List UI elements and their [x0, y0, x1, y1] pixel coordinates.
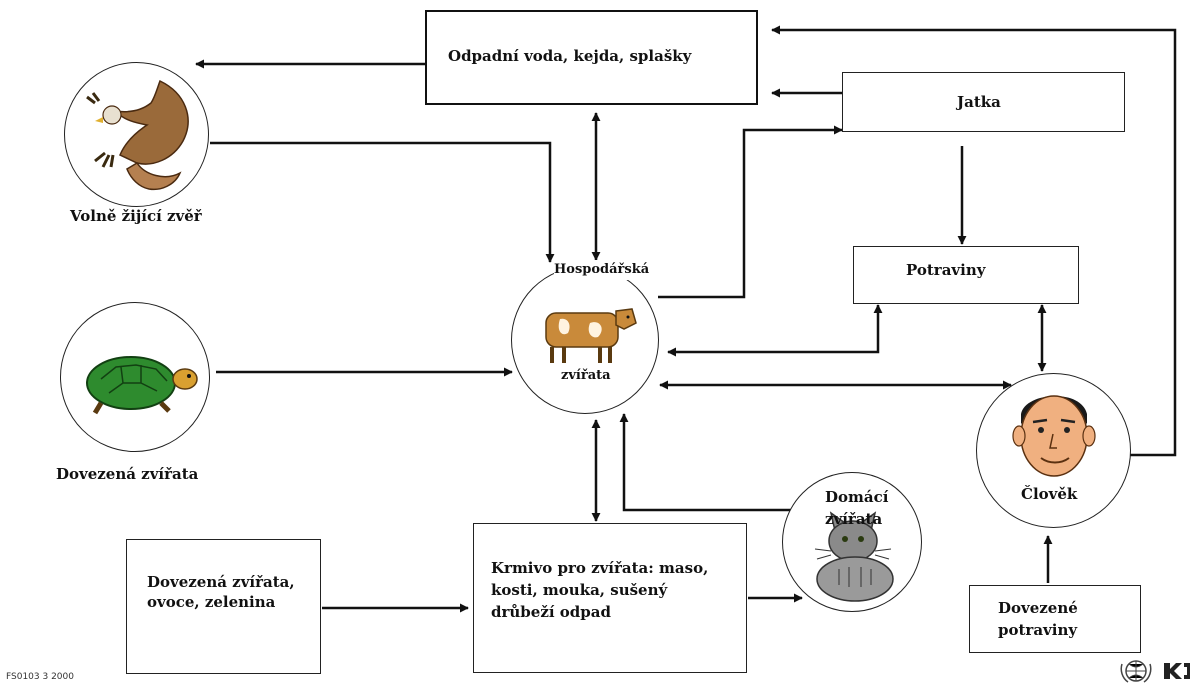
foods-label: Potraviny [906, 261, 986, 279]
arrow-human-to-wastewater [771, 25, 1177, 457]
feed-line1: Krmivo pro zvířata: maso, [491, 559, 709, 577]
wild-animals-label: Volně žijící zvěř [70, 207, 202, 225]
feed-line2: kosti, mouka, sušený [491, 581, 668, 599]
pets-label-line1: Domácí [825, 488, 889, 506]
imported-animals-label: Dovezená zvířata [56, 465, 199, 483]
farm-animals-label-bottom: zvířata [561, 368, 611, 383]
imported-food-line2: potraviny [998, 621, 1078, 639]
who-emblem-icon [1120, 660, 1152, 683]
eagle-icon [86, 79, 189, 191]
feed-box: Krmivo pro zvířata: maso, kosti, mouka, … [473, 523, 747, 673]
arrow-pets-to-farm [619, 413, 795, 512]
imported-goods-box: Dovezená zvířata, ovoce, zelenina [126, 539, 321, 674]
imported-goods-line2: ovoce, zelenina [147, 593, 276, 611]
human-circle: Člověk [976, 373, 1131, 528]
foods-box: Potraviny [853, 246, 1079, 304]
feed-line3: drůbeží odpad [491, 603, 611, 621]
partner-logo-icon [1164, 663, 1190, 679]
imported-food-box: Dovezené potraviny [969, 585, 1141, 653]
human-label: Člověk [1021, 485, 1078, 503]
imported-animals-circle [60, 302, 210, 452]
slaughterhouse-label: Jatka [957, 93, 1001, 111]
wild-animals-circle [64, 62, 209, 207]
arrow-farm-to-slaughter [658, 125, 843, 299]
farm-animals-label-top: Hospodářská [554, 260, 650, 280]
arrow-foods-farm [667, 304, 883, 357]
cat-icon [814, 511, 894, 602]
arrow-wild-to-farm [210, 141, 555, 263]
turtle-icon [86, 356, 198, 415]
imported-goods-line1: Dovezená zvířata, [147, 573, 295, 591]
footer-code: FS0103 3 2000 [6, 672, 74, 682]
cow-icon [545, 308, 637, 363]
pets-label-line2: zvířata [825, 510, 883, 528]
slaughterhouse-box: Jatka [842, 72, 1125, 132]
wastewater-box: Odpadní voda, kejda, splašky [425, 10, 758, 105]
wastewater-label: Odpadní voda, kejda, splašky [448, 47, 692, 65]
imported-food-line1: Dovezené [998, 599, 1078, 617]
man-face-icon [1012, 395, 1096, 477]
farm-animals-circle [511, 266, 659, 414]
pets-circle: Domácí zvířata [782, 472, 922, 612]
